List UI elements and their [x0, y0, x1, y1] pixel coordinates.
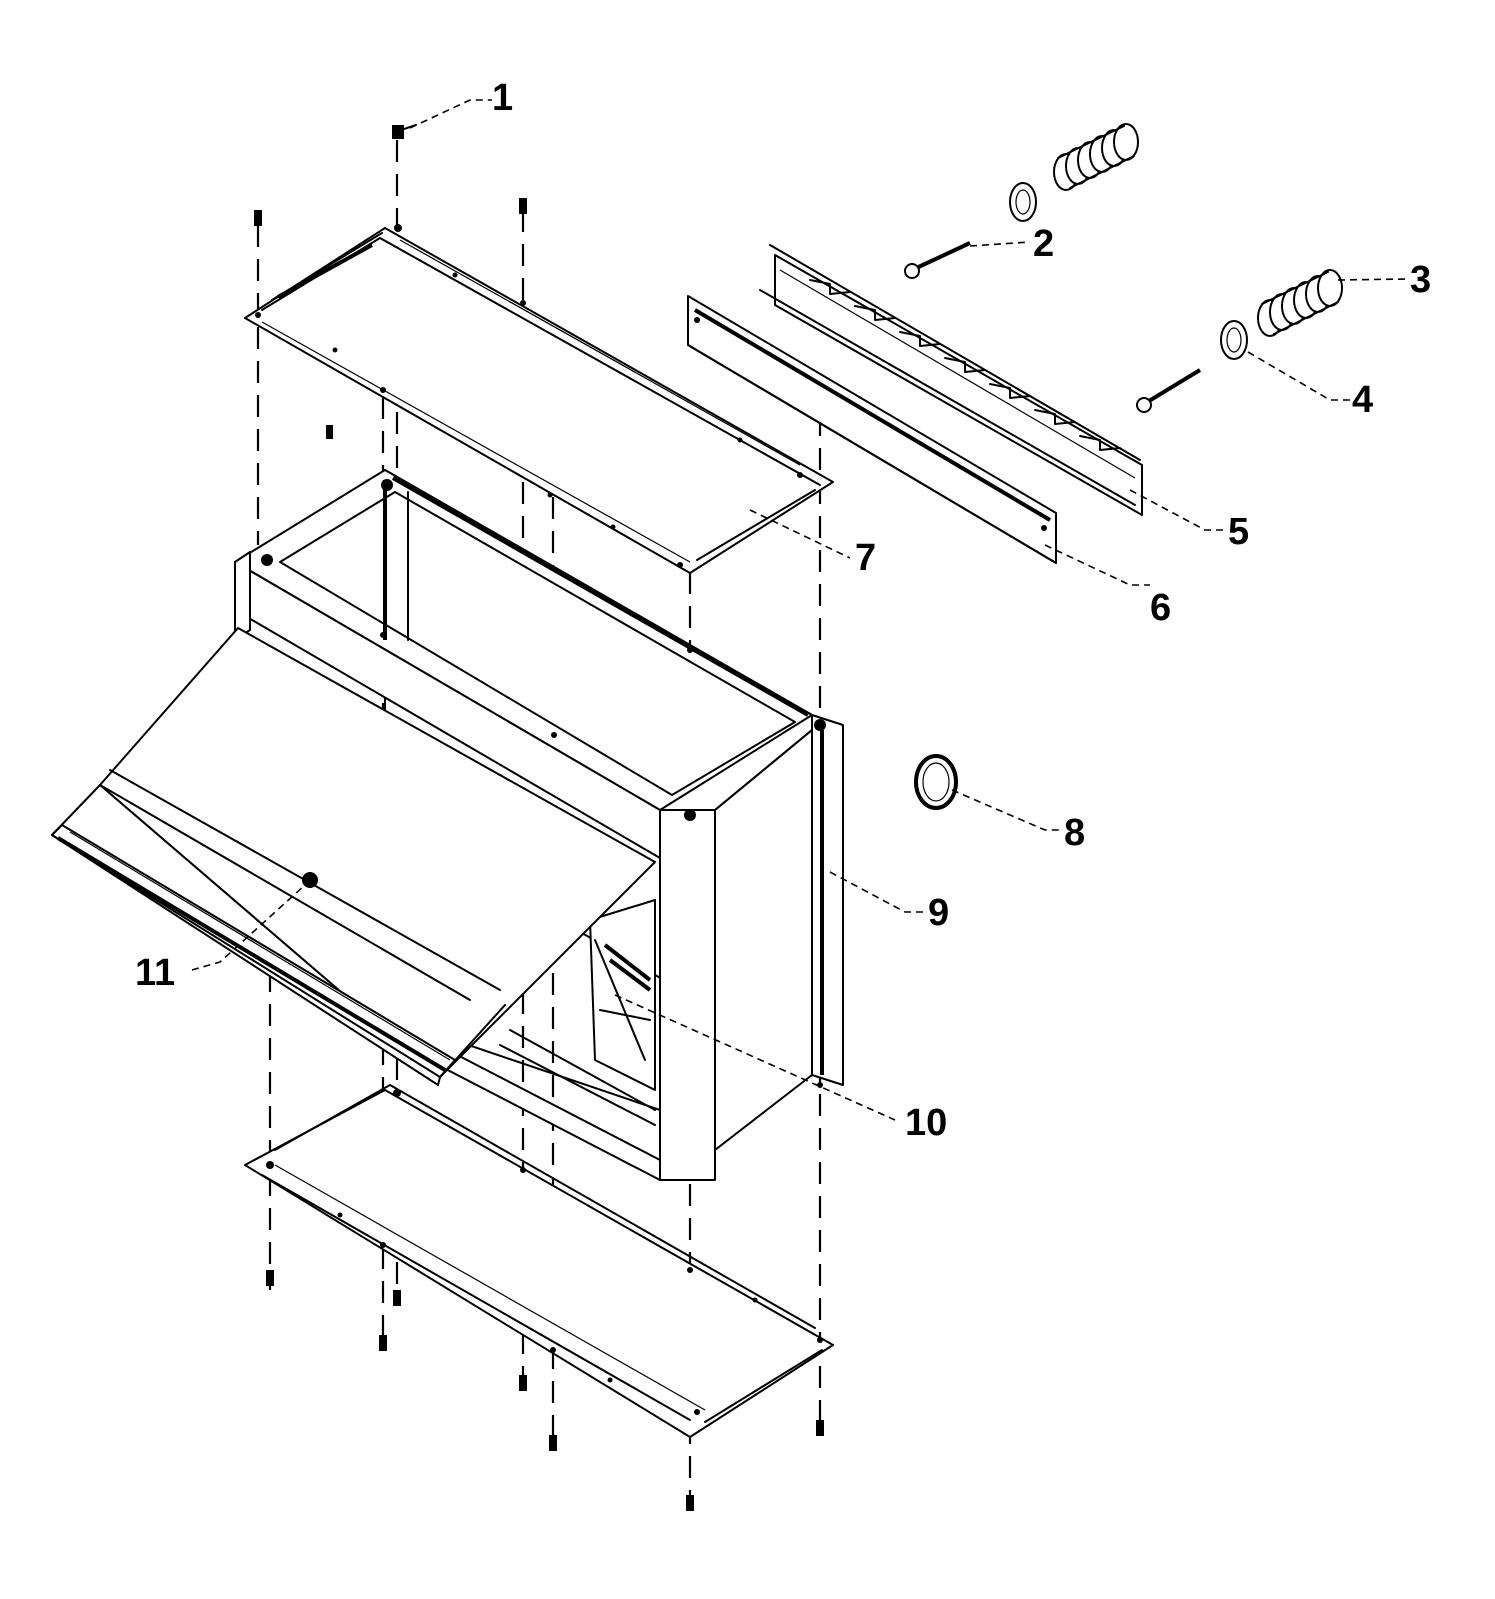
callouts: 1 2 3 4 5 6 7 8 9 10 11 — [135, 77, 1431, 1144]
callout-10: 10 — [905, 1102, 947, 1144]
callout-5: 5 — [1228, 511, 1249, 553]
callout-9: 9 — [928, 892, 949, 934]
part-9-housing — [234, 469, 844, 1181]
callout-3: 3 — [1410, 259, 1431, 301]
leader-lines — [191, 99, 1409, 1121]
part-11-door — [51, 627, 656, 1086]
part-3-springs — [1053, 123, 1343, 337]
part-7-top-plate — [244, 224, 834, 574]
part-8-ring — [914, 754, 958, 810]
part-2-bolt — [904, 241, 1202, 413]
callout-4: 4 — [1352, 379, 1373, 421]
part-6-strip — [687, 295, 1057, 564]
bracket-slots — [809, 279, 1121, 451]
callout-7: 7 — [855, 537, 876, 579]
callout-8: 8 — [1064, 812, 1085, 854]
part-5-bracket — [759, 244, 1143, 516]
part-10-mechanism — [499, 899, 656, 1126]
bottom-plate — [244, 1084, 834, 1438]
callout-11: 11 — [135, 952, 175, 994]
part-4-washers — [1009, 182, 1248, 360]
callout-1: 1 — [492, 77, 513, 119]
callout-6: 6 — [1150, 587, 1171, 629]
callout-2: 2 — [1033, 223, 1054, 265]
